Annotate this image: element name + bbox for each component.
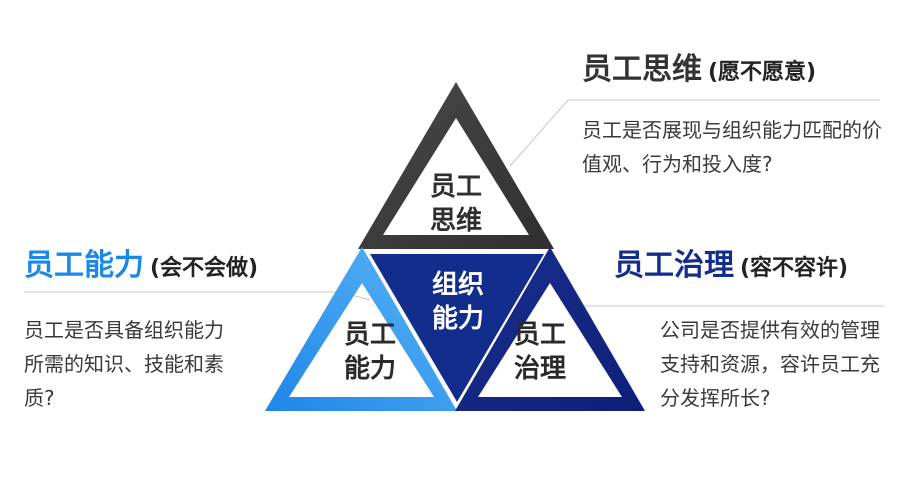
governance-description: 公司是否提供有效的管理支持和资源，容许员工充分发挥所长? bbox=[660, 318, 880, 410]
mindset-title-text: 员工思维 bbox=[582, 52, 702, 87]
governance-title-text: 员工治理 bbox=[614, 248, 734, 283]
mindset-triangle bbox=[358, 82, 554, 249]
center-triangle bbox=[370, 254, 544, 402]
capability-subtitle: (会不会做) bbox=[150, 256, 259, 281]
capability-triangle-label-text: 员工 能力 bbox=[343, 320, 396, 384]
center-triangle-label: 组织 能力 bbox=[418, 268, 498, 336]
mindset-title: 员工思维(愿不愿意) bbox=[582, 51, 816, 92]
mindset-description: 员工是否展现与组织能力匹配的价值观、行为和投入度? bbox=[582, 118, 882, 176]
governance-triangle-label: 员工 治理 bbox=[500, 318, 580, 386]
mindset-triangle-label: 员工 思维 bbox=[416, 170, 496, 238]
callout-line-left bbox=[24, 291, 371, 301]
capability-title: 员工能力(会不会做) bbox=[24, 247, 258, 288]
capability-triangle-label: 员工 能力 bbox=[330, 318, 410, 386]
mindset-subtitle: (愿不愿意) bbox=[708, 60, 817, 85]
callout-line-top bbox=[509, 99, 880, 167]
governance-triangle-label-text: 员工 治理 bbox=[513, 320, 566, 384]
callout-line-right bbox=[559, 299, 884, 307]
center-triangle-label-text: 组织 能力 bbox=[431, 270, 484, 334]
capability-triangle bbox=[265, 247, 457, 411]
mindset-triangle-label-text: 员工 思维 bbox=[429, 172, 482, 236]
governance-triangle bbox=[455, 247, 645, 411]
capability-title-text: 员工能力 bbox=[24, 248, 144, 283]
capability-description: 员工是否具备组织能力所需的知识、技能和素质? bbox=[24, 318, 224, 410]
governance-subtitle: (容不容许) bbox=[740, 256, 849, 281]
governance-title: 员工治理(容不容许) bbox=[614, 247, 848, 288]
